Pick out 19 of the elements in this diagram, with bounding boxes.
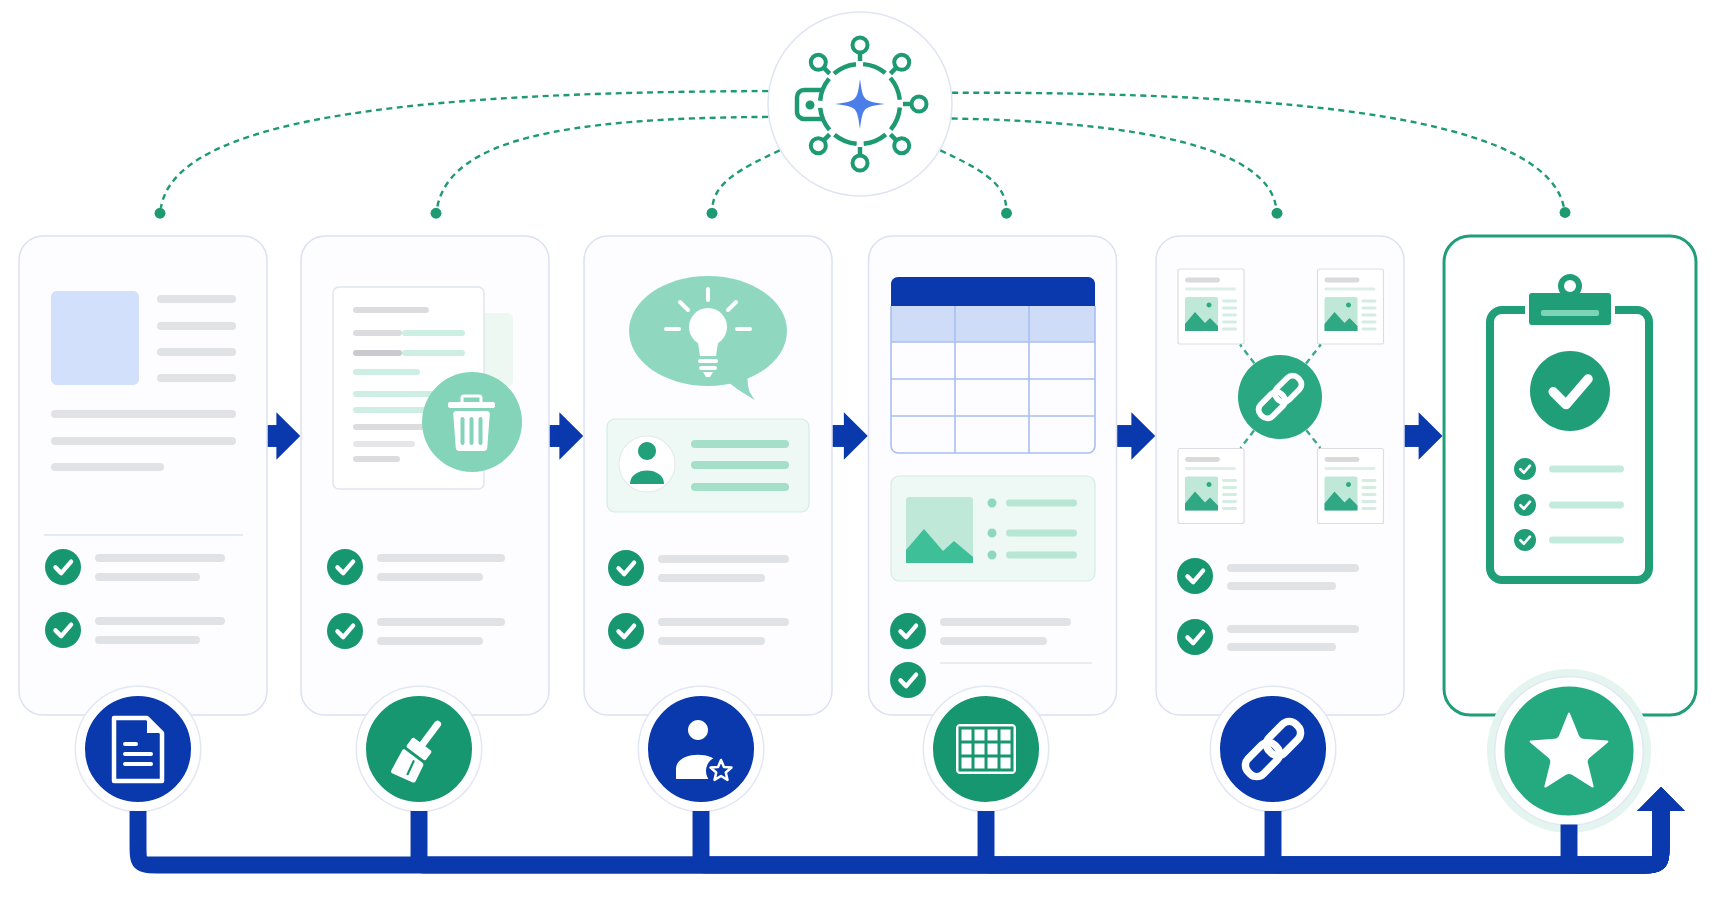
dashed-connector bbox=[1305, 343, 1322, 365]
dashed-connector bbox=[1239, 429, 1255, 449]
dashed-connector bbox=[1305, 429, 1322, 449]
dotted-connector bbox=[952, 91, 1571, 219]
badge-circle bbox=[74, 685, 202, 813]
image-thumbnail bbox=[1316, 447, 1385, 525]
image-thumbnail bbox=[1316, 268, 1385, 345]
image-thumbnail bbox=[1177, 447, 1245, 525]
badge-circle bbox=[1209, 685, 1337, 813]
dotted-connector bbox=[951, 117, 1283, 219]
dotted-connector bbox=[706, 149, 781, 219]
dotted-connector bbox=[154, 89, 769, 219]
hub-circle bbox=[767, 11, 953, 197]
dotted-connector bbox=[430, 115, 769, 219]
link-circle bbox=[1238, 355, 1322, 439]
dashed-connector bbox=[1239, 343, 1256, 365]
badge-circle bbox=[355, 685, 483, 813]
image-thumbnail bbox=[1177, 268, 1245, 345]
dotted-connector bbox=[939, 149, 1012, 219]
